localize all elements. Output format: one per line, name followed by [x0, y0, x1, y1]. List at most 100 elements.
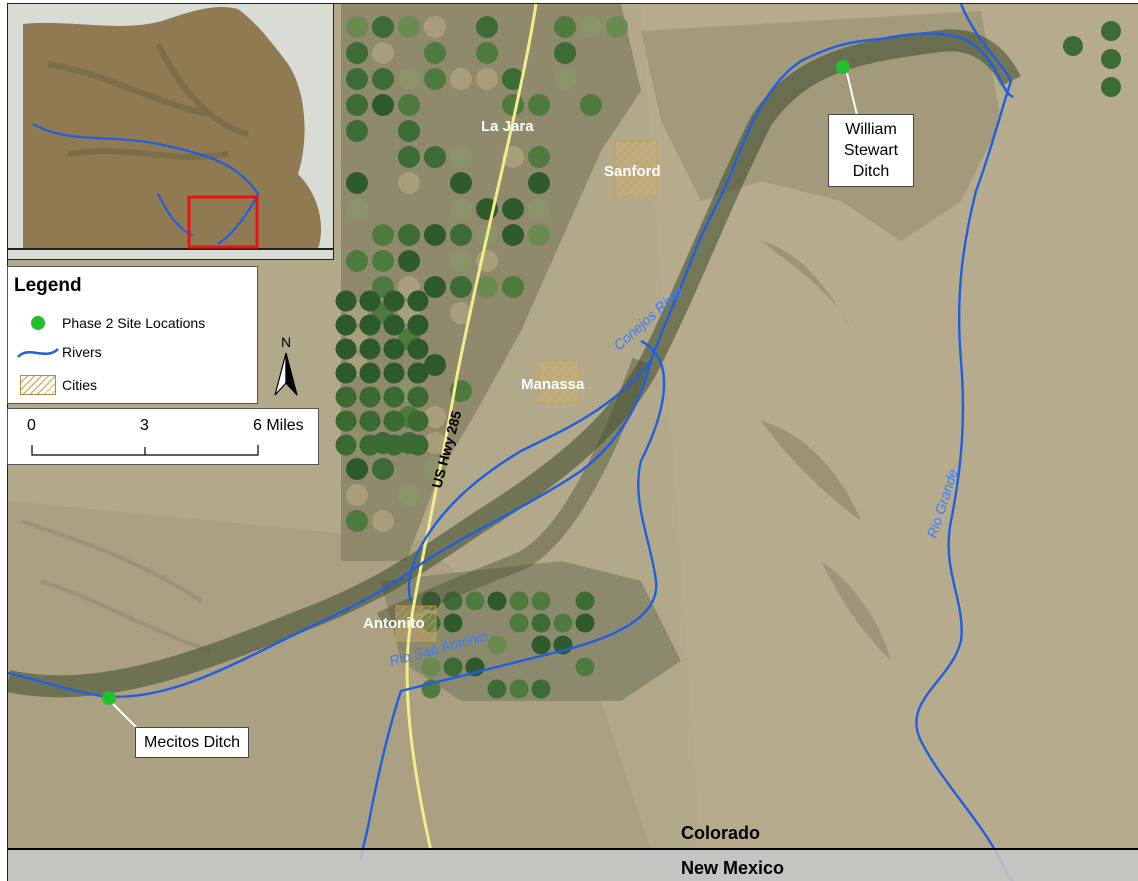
site-dot-icon	[31, 316, 45, 330]
pivot-field	[346, 16, 368, 38]
pivot-field	[528, 94, 550, 116]
site-marker-william[interactable]	[836, 60, 850, 74]
pivot-field	[383, 290, 405, 312]
pivot-field	[398, 484, 420, 506]
center-pivot-fields	[335, 16, 1121, 699]
new-mexico-area	[8, 850, 1138, 881]
pivot-field	[346, 198, 368, 220]
pivot-field	[398, 16, 420, 38]
pivot-field	[476, 68, 498, 90]
pivot-field	[359, 386, 381, 408]
pivot-field	[372, 224, 394, 246]
pivot-field	[1101, 49, 1121, 69]
pivot-field	[476, 276, 498, 298]
pivot-field	[450, 250, 472, 272]
pivot-field	[346, 510, 368, 532]
pivot-field	[502, 224, 524, 246]
pivot-field	[580, 94, 602, 116]
pivot-field	[450, 68, 472, 90]
pivot-field	[554, 16, 576, 38]
pivot-field	[383, 314, 405, 336]
place-label-sanford: Sanford	[604, 163, 661, 180]
pivot-field	[443, 613, 463, 633]
north-label: N	[281, 334, 291, 350]
pivot-field	[359, 338, 381, 360]
pivot-field	[383, 386, 405, 408]
city-area-sanford	[614, 140, 658, 197]
terrain-west	[8, 501, 651, 851]
desert-east	[641, 4, 1138, 851]
pivot-field	[531, 679, 551, 699]
legend: Legend Phase 2 Site Locations Rivers Cit…	[7, 266, 258, 404]
pivot-field	[424, 16, 446, 38]
pivot-field	[335, 290, 357, 312]
pivot-field	[487, 635, 507, 655]
pivot-field	[528, 224, 550, 246]
pivot-field	[346, 484, 368, 506]
pivot-field	[335, 410, 357, 432]
scale-label-6: 6 Miles	[253, 417, 304, 434]
pivot-field	[398, 172, 420, 194]
inset-river-line	[32, 123, 260, 245]
inset-extent-box	[187, 195, 259, 249]
pivot-field	[383, 362, 405, 384]
pivot-field	[554, 68, 576, 90]
pivot-field	[398, 146, 420, 168]
rivers	[8, 4, 1014, 881]
pivot-field	[575, 657, 595, 677]
pivot-field	[359, 434, 381, 456]
riparian-corridor	[376, 357, 650, 630]
pivot-field	[383, 410, 405, 432]
pivot-field	[502, 276, 524, 298]
pivot-field	[1101, 21, 1121, 41]
conejos-channel-line	[407, 360, 652, 602]
pivot-field	[407, 290, 429, 312]
pivot-field	[424, 68, 446, 90]
pivot-field	[407, 362, 429, 384]
scale-bar: 0 3 6 Miles	[7, 408, 319, 465]
inset-map-graphic	[8, 4, 333, 259]
pivot-field	[424, 276, 446, 298]
pivot-field	[487, 679, 507, 699]
pivot-field	[606, 16, 628, 38]
pivot-field	[383, 434, 405, 456]
ridge	[761, 421, 861, 521]
pivot-field	[509, 591, 529, 611]
legend-item-sites: Phase 2 Site Locations	[14, 311, 205, 335]
pivot-field	[554, 42, 576, 64]
pivot-field	[372, 42, 394, 64]
pivot-field	[383, 338, 405, 360]
pivot-field	[398, 120, 420, 142]
pivot-field	[346, 42, 368, 64]
pivot-field	[502, 198, 524, 220]
riparian-corridor	[8, 29, 1021, 698]
pivot-field	[335, 386, 357, 408]
pivot-field	[372, 458, 394, 480]
legend-item-label: Phase 2 Site Locations	[62, 315, 206, 331]
site-marker-mecitos[interactable]	[102, 691, 116, 705]
pivot-field	[424, 224, 446, 246]
pivot-field	[424, 42, 446, 64]
pivot-field	[372, 250, 394, 272]
pivot-field	[476, 42, 498, 64]
ridge	[821, 561, 891, 661]
inset-region	[23, 7, 322, 249]
pivot-field	[502, 94, 524, 116]
callout-leader	[846, 72, 858, 116]
pivot-field	[407, 410, 429, 432]
inset-map	[7, 3, 334, 260]
pivot-field	[424, 354, 446, 376]
pivot-field	[531, 613, 551, 633]
state-label-colorado: Colorado	[681, 823, 760, 843]
pivot-field	[407, 386, 429, 408]
city-area-antonito	[395, 605, 437, 642]
pivot-field	[450, 302, 472, 324]
pivot-field	[346, 458, 368, 480]
legend-title: Legend	[14, 275, 82, 296]
legend-item-cities: Cities	[14, 373, 97, 397]
pivot-field	[424, 432, 446, 454]
pivot-field	[575, 613, 595, 633]
pivot-field	[398, 68, 420, 90]
callout-mecitos-ditch: Mecitos Ditch	[135, 727, 250, 758]
state-label-new-mexico: New Mexico	[681, 858, 784, 878]
